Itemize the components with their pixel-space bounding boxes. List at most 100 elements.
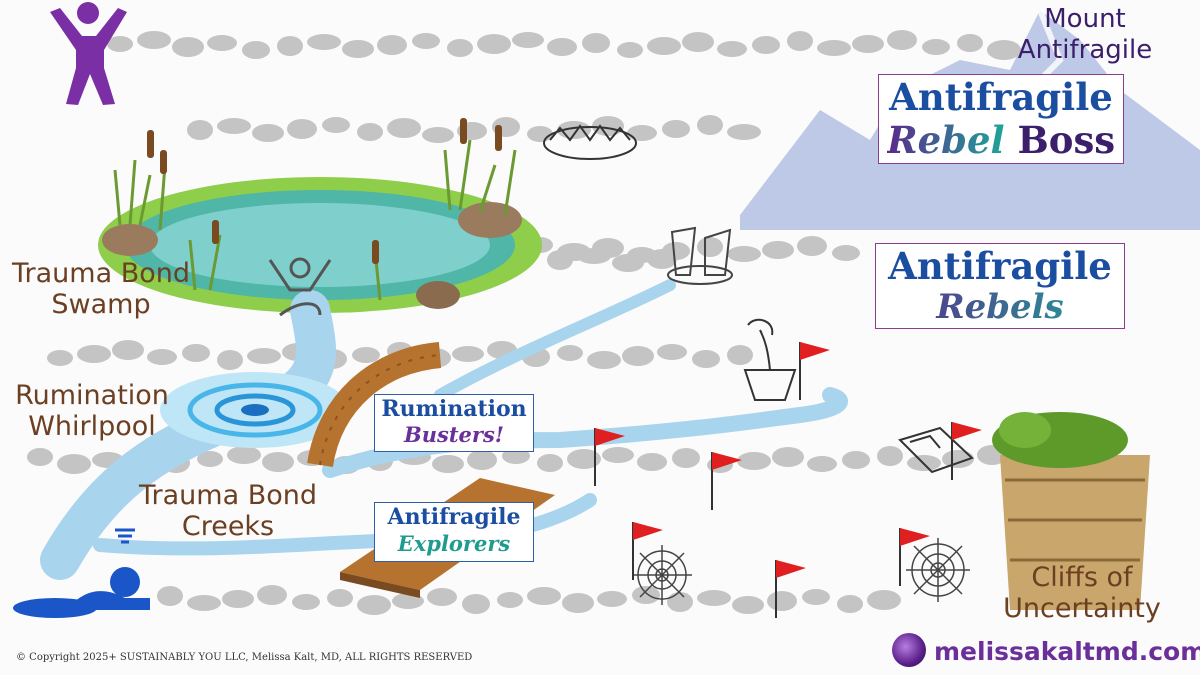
path-stone: [27, 448, 53, 466]
path-stone: [422, 127, 454, 143]
red-flag-icon: [799, 342, 830, 400]
path-stone: [262, 452, 294, 472]
cliffs-label: Cliffs of Uncertainty: [998, 562, 1166, 624]
cliffs-label-line1: Cliffs of: [1031, 562, 1133, 593]
red-flag-icon: [711, 452, 742, 510]
path-stone: [637, 453, 667, 471]
bear-trap-icon: [543, 124, 637, 160]
path-stone: [172, 37, 204, 57]
path-stone: [277, 36, 303, 56]
path-stone: [527, 126, 553, 142]
path-stone: [217, 118, 251, 134]
path-stone: [447, 39, 473, 57]
brand-orb-icon: [892, 633, 926, 667]
rebel-word: Rebel: [886, 118, 1005, 162]
boss-word: Boss: [1017, 118, 1116, 162]
explorers-subtitle: Explorers: [397, 531, 511, 556]
path-stone: [887, 30, 917, 50]
path-stone: [737, 452, 771, 470]
rebels-level-box: Antifragile Rebels: [875, 243, 1125, 329]
path-stone: [197, 451, 223, 467]
path-stone: [247, 348, 281, 364]
path-stone: [207, 35, 237, 51]
path-stone: [252, 124, 284, 142]
busters-subtitle: Busters!: [403, 422, 504, 447]
path-stone: [227, 446, 261, 464]
rebels-title: Antifragile: [888, 244, 1112, 288]
path-stone: [647, 249, 677, 269]
path-stone: [107, 36, 133, 52]
path-stone: [322, 117, 350, 133]
path-stone: [292, 594, 320, 610]
path-stone: [537, 454, 563, 472]
mount-label-line2: Antifragile: [1017, 35, 1153, 65]
swamp-label-line1: Trauma Bond: [11, 258, 190, 289]
path-stone: [157, 586, 183, 606]
path-stone: [697, 115, 723, 135]
path-stone: [57, 454, 91, 474]
path-stone: [582, 33, 610, 53]
path-stone: [617, 42, 643, 58]
path-stone: [597, 591, 627, 607]
path-stone: [732, 596, 764, 614]
swamp-label: Trauma Bond Swamp: [6, 258, 196, 320]
path-stone: [647, 37, 681, 55]
path-stone: [602, 447, 634, 463]
drowning-figure-icon: [13, 528, 150, 618]
path-stone: [502, 448, 530, 464]
path-stone: [377, 35, 407, 55]
whirlpool-label-line1: Rumination: [15, 380, 169, 411]
path-stone: [112, 340, 144, 360]
path-stone: [922, 39, 950, 55]
path-stone: [592, 116, 624, 136]
venus-flytrap-icon: [743, 318, 797, 401]
path-stone: [817, 40, 851, 56]
sinking-figure-icon: [268, 257, 332, 317]
path-stone: [557, 345, 583, 361]
path-stone: [562, 593, 594, 613]
victory-figure-icon: [50, 2, 127, 105]
path-stone: [467, 450, 497, 470]
path-stone: [187, 120, 213, 140]
creeks-label: Trauma Bond Creeks: [130, 480, 326, 542]
explorers-title: Antifragile: [387, 504, 521, 530]
mount-antifragile-label: Mount Antifragile: [995, 4, 1175, 66]
path-stone: [462, 594, 490, 614]
path-stone: [412, 33, 440, 49]
path-stone: [287, 119, 317, 139]
trauma-bond-swamp-pond: [98, 118, 542, 313]
path-stone: [222, 590, 254, 608]
path-stone: [452, 346, 484, 362]
path-stone: [622, 346, 654, 366]
path-stone: [477, 34, 511, 54]
path-stone: [547, 38, 577, 56]
rebels-subtitle: Rebels: [876, 288, 1124, 326]
path-stone: [797, 236, 827, 256]
path-stone: [242, 41, 270, 59]
path-stone: [682, 32, 714, 52]
path-stone: [807, 456, 837, 472]
path-stone: [762, 241, 794, 259]
spiderweb-icon: [632, 538, 970, 605]
path-stone: [137, 31, 171, 49]
path-stone: [852, 35, 884, 53]
path-stone: [837, 595, 863, 613]
path-stone: [842, 451, 870, 469]
path-stone: [77, 345, 111, 363]
busters-level-box: Rumination Busters!: [374, 394, 534, 452]
path-stone: [47, 350, 73, 366]
rebel-boss-subtitle: Rebel Boss: [879, 119, 1123, 161]
path-stone: [877, 446, 903, 466]
path-stone: [657, 344, 687, 360]
creeks-label-line2: Creeks: [181, 511, 275, 542]
red-flag-icon: [899, 528, 930, 586]
whirlpool-label: Rumination Whirlpool: [4, 380, 180, 442]
mousetrap-icon: [898, 426, 974, 474]
whirlpool-label-line2: Whirlpool: [28, 411, 156, 442]
path-stone: [427, 588, 457, 606]
red-flag-icon: [594, 342, 982, 618]
path-stone: [387, 118, 421, 138]
path-stone: [257, 585, 287, 605]
busters-title: Rumination: [381, 396, 527, 422]
website-link[interactable]: melissakaltmd.com: [934, 637, 1200, 666]
